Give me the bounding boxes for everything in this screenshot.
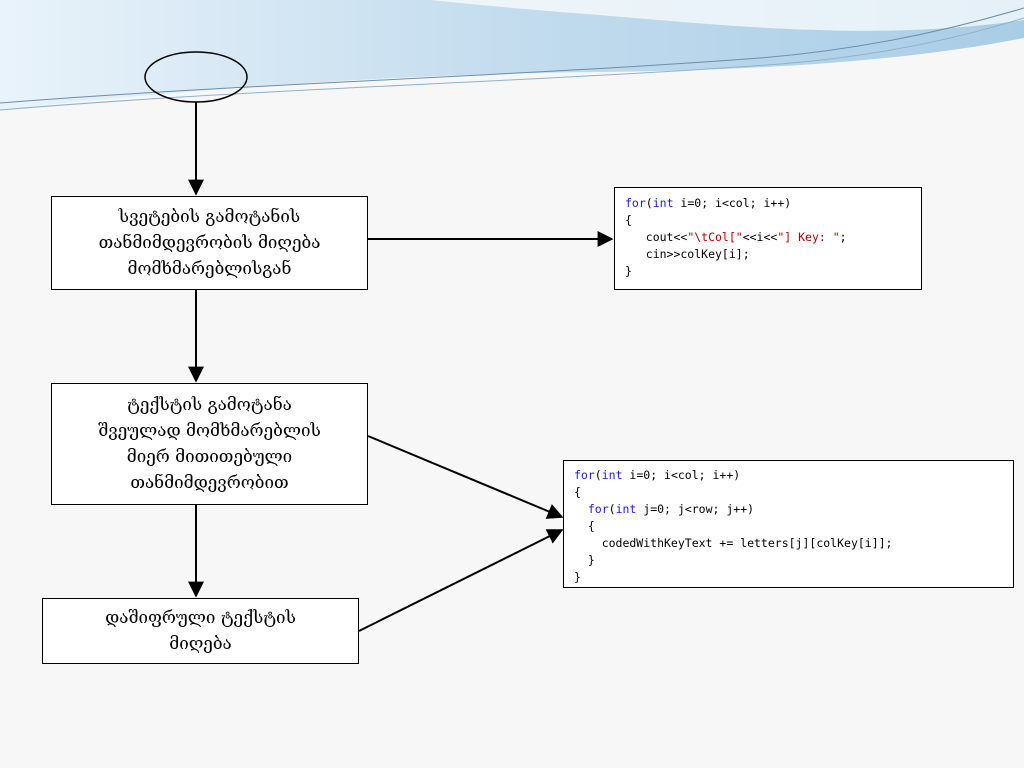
code-line: codedWithKeyText += letters[j][colKey[i]…: [574, 535, 1003, 552]
code-token: j=0; j<row; j++): [636, 502, 755, 516]
code-line: for(int i=0; i<col; i++): [625, 195, 911, 212]
code-string: "] Key: ": [777, 230, 840, 244]
code-line: {: [574, 484, 1003, 501]
code-token: codedWithKeyText += letters[j][colKey[i]…: [574, 536, 893, 550]
code-string: "\tCol[": [687, 230, 743, 244]
code-token: <<i<<: [742, 230, 778, 244]
code-keyword: for: [587, 502, 609, 516]
code-token: }: [625, 264, 632, 278]
code-line: cout<<"\tCol["<<i<<"] Key: ";: [625, 229, 911, 246]
code-keyword: int: [615, 502, 637, 516]
code-keyword: for: [574, 468, 595, 482]
step3-get-encrypted-text-box: დაშიფრული ტექსტის მიღება: [42, 598, 359, 664]
code-token: {: [574, 485, 581, 499]
start-terminal: [144, 51, 248, 103]
code-token: i=0; i<col; i++): [622, 468, 741, 482]
code-line: }: [574, 552, 1003, 569]
code-token: (: [645, 196, 653, 210]
code-token: [574, 502, 588, 516]
code-token: (: [608, 502, 616, 516]
code-line: for(int i=0; i<col; i++): [574, 467, 1003, 484]
code-line: {: [574, 518, 1003, 535]
code-line: for(int j=0; j<row; j++): [574, 501, 1003, 518]
code-line: {: [625, 212, 911, 229]
code-block-read-keys: for(int i=0; i<col; i++){ cout<<"\tCol["…: [614, 187, 922, 290]
code-line: }: [574, 569, 1003, 586]
code-token: cin>>colKey[i];: [625, 247, 750, 261]
code-token: ;: [839, 230, 847, 244]
code-keyword: int: [652, 196, 674, 210]
code-line: }: [625, 263, 911, 280]
code-token: (: [594, 468, 602, 482]
step1-get-column-order-box: სვეტების გამოტანის თანმიმდევრობის მიღება…: [51, 196, 368, 290]
header-wave-decoration: [0, 0, 1024, 111]
arrow-step3-to-code2: [358, 529, 564, 632]
code-token: {: [574, 519, 595, 533]
code-keyword: int: [601, 468, 623, 482]
code-token: i=0; i<col; i++): [673, 196, 792, 210]
code-line: cin>>colKey[i];: [625, 246, 911, 263]
code-keyword: for: [625, 196, 646, 210]
code-token: }: [574, 553, 595, 567]
code-token: }: [574, 570, 581, 584]
code-token: {: [625, 213, 632, 227]
arrow-step2-to-code2: [367, 435, 564, 519]
code-block-encode-text: for(int i=0; i<col; i++){ for(int j=0; j…: [563, 460, 1014, 588]
step2-output-text-vertically-box: ტექსტის გამოტანა შვეულად მომხმარებლის მი…: [51, 383, 368, 505]
code-token: cout<<: [625, 230, 688, 244]
